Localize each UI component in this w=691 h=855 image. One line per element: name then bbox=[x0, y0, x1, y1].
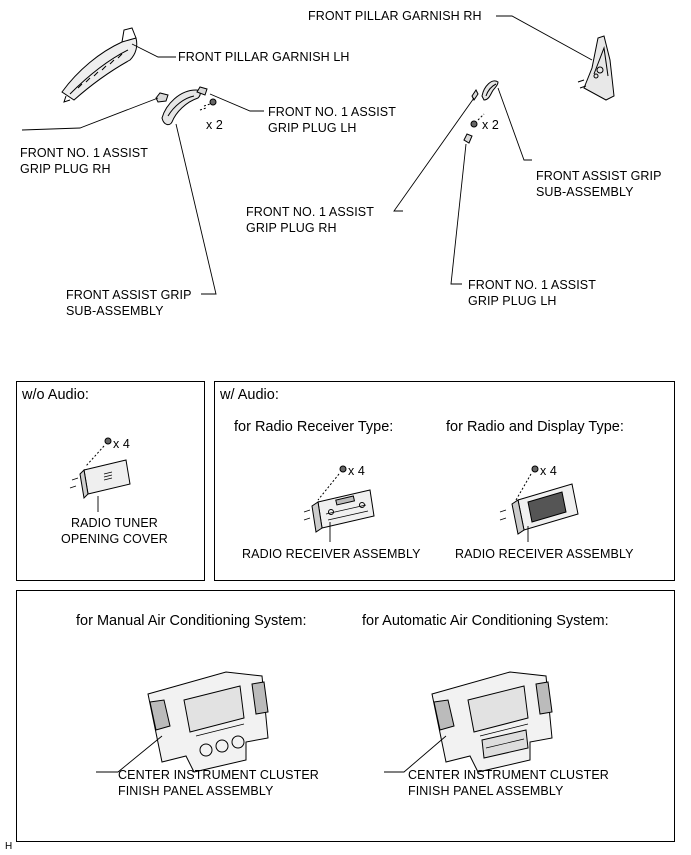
grip-plug-lh-rh-side bbox=[463, 133, 473, 144]
radio-display-type-title: for Radio and Display Type: bbox=[446, 419, 624, 435]
screws-lh-side bbox=[199, 98, 217, 111]
grip-plug-lh-lh-side bbox=[196, 86, 208, 96]
label-radio-tuner-opening-cover: RADIO TUNER OPENING COVER bbox=[61, 516, 168, 546]
label-rh-front-assist-grip: FRONT ASSIST GRIP SUB-ASSEMBLY bbox=[536, 169, 662, 199]
wo-audio-header: w/o Audio: bbox=[22, 387, 89, 403]
label-center-cluster-manual: CENTER INSTRUMENT CLUSTER FINISH PANEL A… bbox=[118, 768, 319, 798]
grip-plug-rh-lh-side bbox=[155, 92, 169, 103]
wo-audio-screw-qty: x 4 bbox=[113, 437, 130, 451]
label-lh-front-assist-grip: FRONT ASSIST GRIP SUB-ASSEMBLY bbox=[66, 288, 192, 318]
label-lh-grip-plug-rh: FRONT NO. 1 ASSIST GRIP PLUG RH bbox=[20, 146, 148, 176]
air-conditioning-panel bbox=[16, 590, 675, 842]
label-lh-grip-plug-lh: FRONT NO. 1 ASSIST GRIP PLUG LH bbox=[268, 105, 396, 135]
label-radio-receiver-assembly-1: RADIO RECEIVER ASSEMBLY bbox=[242, 547, 421, 561]
front-assist-grip-lh-drawing bbox=[161, 89, 201, 126]
label-radio-receiver-assembly-2: RADIO RECEIVER ASSEMBLY bbox=[455, 547, 634, 561]
radio-receiver-type-title: for Radio Receiver Type: bbox=[234, 419, 394, 435]
radio-display-screw-qty: x 4 bbox=[540, 464, 557, 478]
front-assist-grip-rh-drawing bbox=[481, 80, 499, 101]
label-rh-screw-qty: x 2 bbox=[482, 118, 499, 132]
label-rh-grip-plug-rh: FRONT NO. 1 ASSIST GRIP PLUG RH bbox=[246, 205, 374, 235]
automatic-ac-title: for Automatic Air Conditioning System: bbox=[362, 613, 609, 629]
label-front-pillar-garnish-lh: FRONT PILLAR GARNISH LH bbox=[178, 50, 350, 64]
wo-audio-panel bbox=[16, 381, 205, 581]
radio-receiver-screw-qty: x 4 bbox=[348, 464, 365, 478]
center-cluster-manual-drawing bbox=[96, 671, 269, 773]
front-pillar-garnish-lh-drawing bbox=[61, 27, 138, 103]
w-audio-header: w/ Audio: bbox=[220, 387, 279, 403]
w-audio-panel bbox=[214, 381, 675, 581]
radio-receiver-assembly-drawing bbox=[303, 465, 375, 533]
label-lh-screw-qty: x 2 bbox=[206, 118, 223, 132]
radio-display-assembly-drawing bbox=[499, 465, 579, 535]
corner-mark: H bbox=[5, 841, 13, 852]
screws-rh-side bbox=[470, 113, 485, 128]
center-cluster-automatic-drawing bbox=[384, 671, 553, 773]
leader-lines-top bbox=[21, 15, 593, 295]
label-front-pillar-garnish-rh: FRONT PILLAR GARNISH RH bbox=[308, 9, 482, 23]
label-center-cluster-automatic: CENTER INSTRUMENT CLUSTER FINISH PANEL A… bbox=[408, 768, 609, 798]
label-rh-grip-plug-lh: FRONT NO. 1 ASSIST GRIP PLUG LH bbox=[468, 278, 596, 308]
front-pillar-garnish-rh-drawing bbox=[577, 35, 615, 101]
manual-ac-title: for Manual Air Conditioning System: bbox=[76, 613, 307, 629]
